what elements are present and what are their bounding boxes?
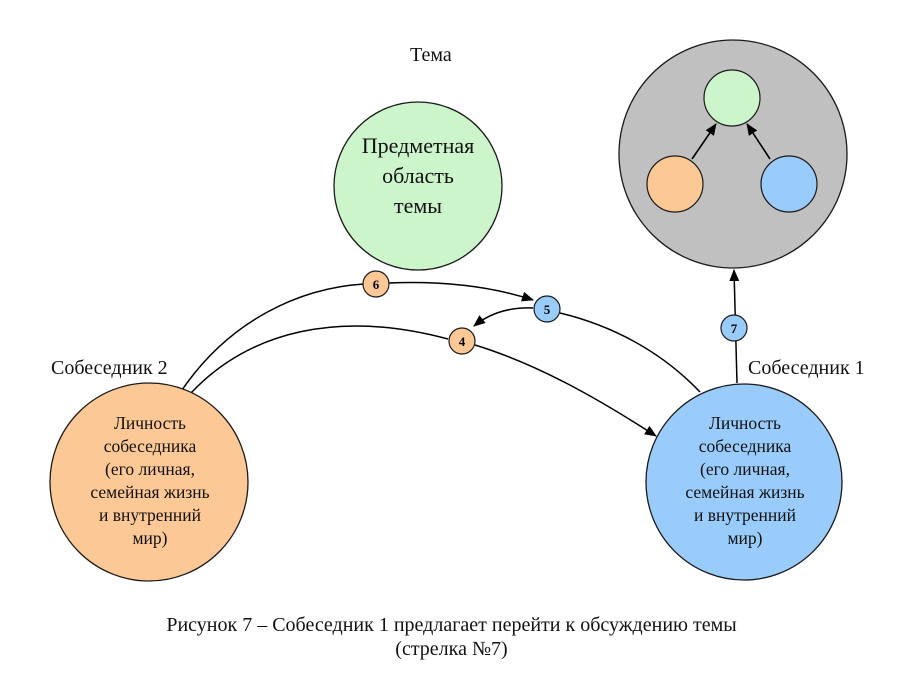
person1-text-line: и внутренний bbox=[694, 505, 796, 525]
figure-caption: Рисунок 7 – Собеседник 1 предлагает пере… bbox=[0, 613, 903, 661]
person1-text: Личность собеседника (его личная, семейн… bbox=[645, 412, 845, 550]
topic-text-line: темы bbox=[393, 193, 443, 218]
topic-text-line: область bbox=[382, 163, 454, 188]
badge-7: 7 bbox=[720, 314, 748, 342]
caption-line-1: Рисунок 7 – Собеседник 1 предлагает пере… bbox=[166, 614, 737, 636]
arrow-5-head-segment bbox=[473, 307, 534, 327]
person1-text-line: собеседника bbox=[698, 436, 792, 456]
merged-arrow-orange-to-green bbox=[691, 123, 717, 160]
topic-text-line: Предметная bbox=[361, 133, 475, 158]
badge-6-label: 6 bbox=[373, 277, 380, 292]
person2-text-line: мир) bbox=[132, 528, 168, 548]
arrow-4-line bbox=[189, 325, 449, 395]
badge-6: 6 bbox=[362, 270, 390, 298]
arrow-6-head-segment bbox=[388, 281, 534, 302]
person1-text-line: мир) bbox=[727, 528, 763, 548]
person2-text-line: и внутренний bbox=[99, 505, 201, 525]
arrow-6-line bbox=[181, 283, 365, 391]
merged-blue-node bbox=[760, 155, 818, 213]
person2-text-line: Личность bbox=[114, 413, 186, 433]
person1-text-line: семейная жизнь bbox=[685, 482, 805, 502]
badge-7-label: 7 bbox=[731, 321, 738, 336]
merged-arrow-blue-to-green bbox=[746, 123, 771, 160]
person1-text-line: Личность bbox=[709, 413, 781, 433]
badge-5: 5 bbox=[533, 295, 561, 323]
arrow-5-line bbox=[559, 312, 701, 393]
topic-title: Тема bbox=[410, 44, 452, 66]
topic-circle bbox=[333, 101, 503, 271]
merged-orange-node bbox=[646, 155, 704, 213]
badge-5-label: 5 bbox=[544, 302, 551, 317]
person1-circle bbox=[645, 383, 843, 581]
person2-label: Собеседник 2 bbox=[51, 357, 168, 379]
person2-circle bbox=[49, 382, 249, 582]
person2-text-line: собеседника bbox=[103, 436, 197, 456]
person2-text-line: (его личная, bbox=[105, 459, 195, 479]
person2-text-line: семейная жизнь bbox=[90, 482, 210, 502]
person2-text: Личность собеседника (его личная, семейн… bbox=[50, 412, 250, 550]
merged-green-node bbox=[703, 69, 761, 127]
arrow-4-head-segment bbox=[474, 344, 657, 437]
person1-label: Собеседник 1 bbox=[748, 357, 865, 379]
caption-line-2: (стрелка №7) bbox=[395, 638, 508, 660]
topic-text: Предметная область темы bbox=[334, 131, 502, 221]
badge-4: 4 bbox=[448, 327, 476, 355]
person1-text-line: (его личная, bbox=[700, 459, 790, 479]
badge-4-label: 4 bbox=[459, 334, 466, 349]
